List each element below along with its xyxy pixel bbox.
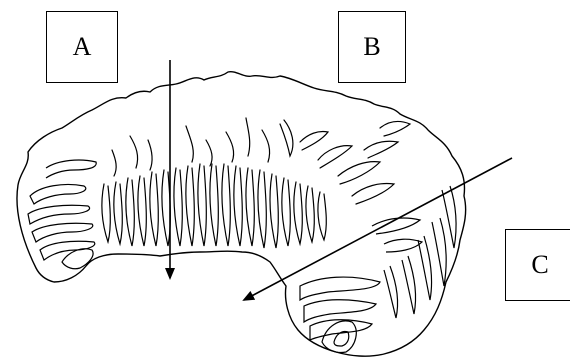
label-a-text: A [73, 34, 92, 60]
label-box-b: B [338, 11, 406, 83]
label-box-a: A [46, 11, 118, 83]
label-c-text: C [531, 252, 548, 278]
specimen-outline [17, 72, 466, 357]
left-end-ridge [32, 223, 93, 242]
transverse-ridges [102, 164, 326, 248]
left-end-ridge [28, 205, 90, 224]
label-b-text: B [363, 34, 380, 60]
right-end-ridges [300, 186, 456, 353]
left-end-ridge [30, 184, 86, 204]
left-end-ridge [46, 160, 96, 178]
left-end-ridge [40, 241, 95, 260]
left-end-ridge [62, 249, 93, 269]
label-box-c: C [505, 229, 570, 301]
